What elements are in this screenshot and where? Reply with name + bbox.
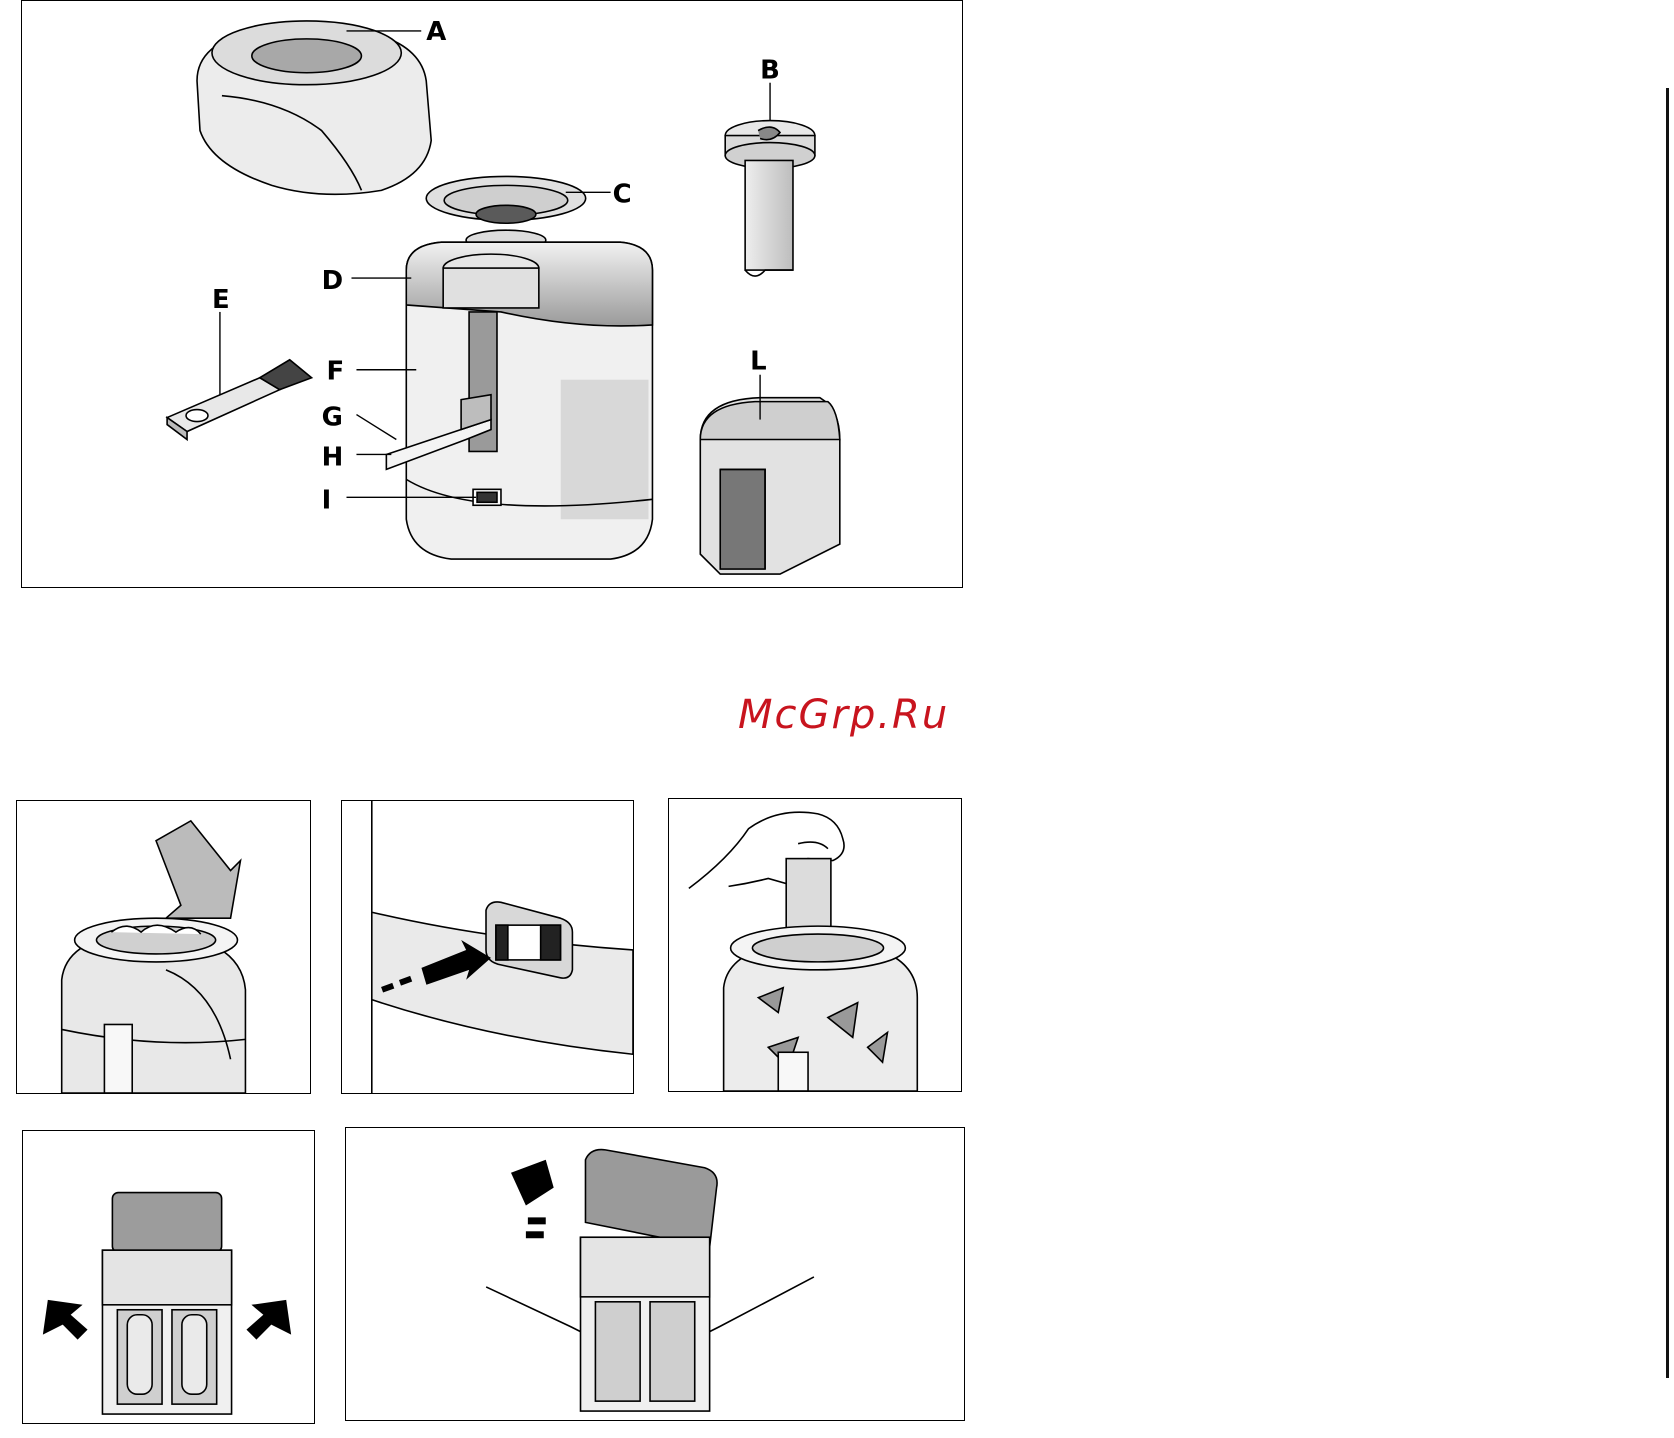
label-i: I [322,485,332,515]
part-a-lid [197,21,431,194]
label-a: A [426,17,446,47]
label-c: C [613,179,632,209]
label-l: L [750,347,767,377]
label-d: D [322,266,344,296]
part-c-filter [426,176,585,250]
page-edge-line [1666,88,1669,1378]
part-l-pulp-container [700,398,840,574]
part-d-main-body [386,242,652,559]
remove-lid-figure [345,1127,965,1421]
juicer-body-figure [581,1237,710,1411]
clip-right-figure [710,1277,814,1332]
push-pusher-figure [668,798,962,1092]
watermark-text: McGrp.Ru [738,692,949,738]
label-h: H [322,442,344,472]
press-switch-figure [341,800,634,1094]
lid-figure [112,1193,221,1253]
juicer-body-figure [62,918,246,1093]
label-f: F [327,357,345,387]
arrow-up-icon [511,1160,554,1238]
clip-left-figure [486,1287,580,1332]
arrow-outward-right-icon [246,1300,291,1340]
part-b-pusher [725,121,815,276]
label-e: E [212,285,230,315]
arrow-down-left-icon [156,821,240,918]
label-g: G [322,403,343,433]
label-b: B [760,56,780,86]
part-e-brush [167,360,312,440]
insert-fruit-figure [16,800,311,1094]
parts-diagram: A B C [22,1,962,587]
juicer-body-figure [724,926,918,1091]
leader-g [356,415,396,440]
arrow-outward-left-icon [43,1300,88,1340]
lid-figure [585,1150,717,1248]
parts-diagram-panel: A B C [21,0,963,588]
juicer-body-figure [102,1250,231,1414]
release-clips-figure [22,1130,315,1424]
